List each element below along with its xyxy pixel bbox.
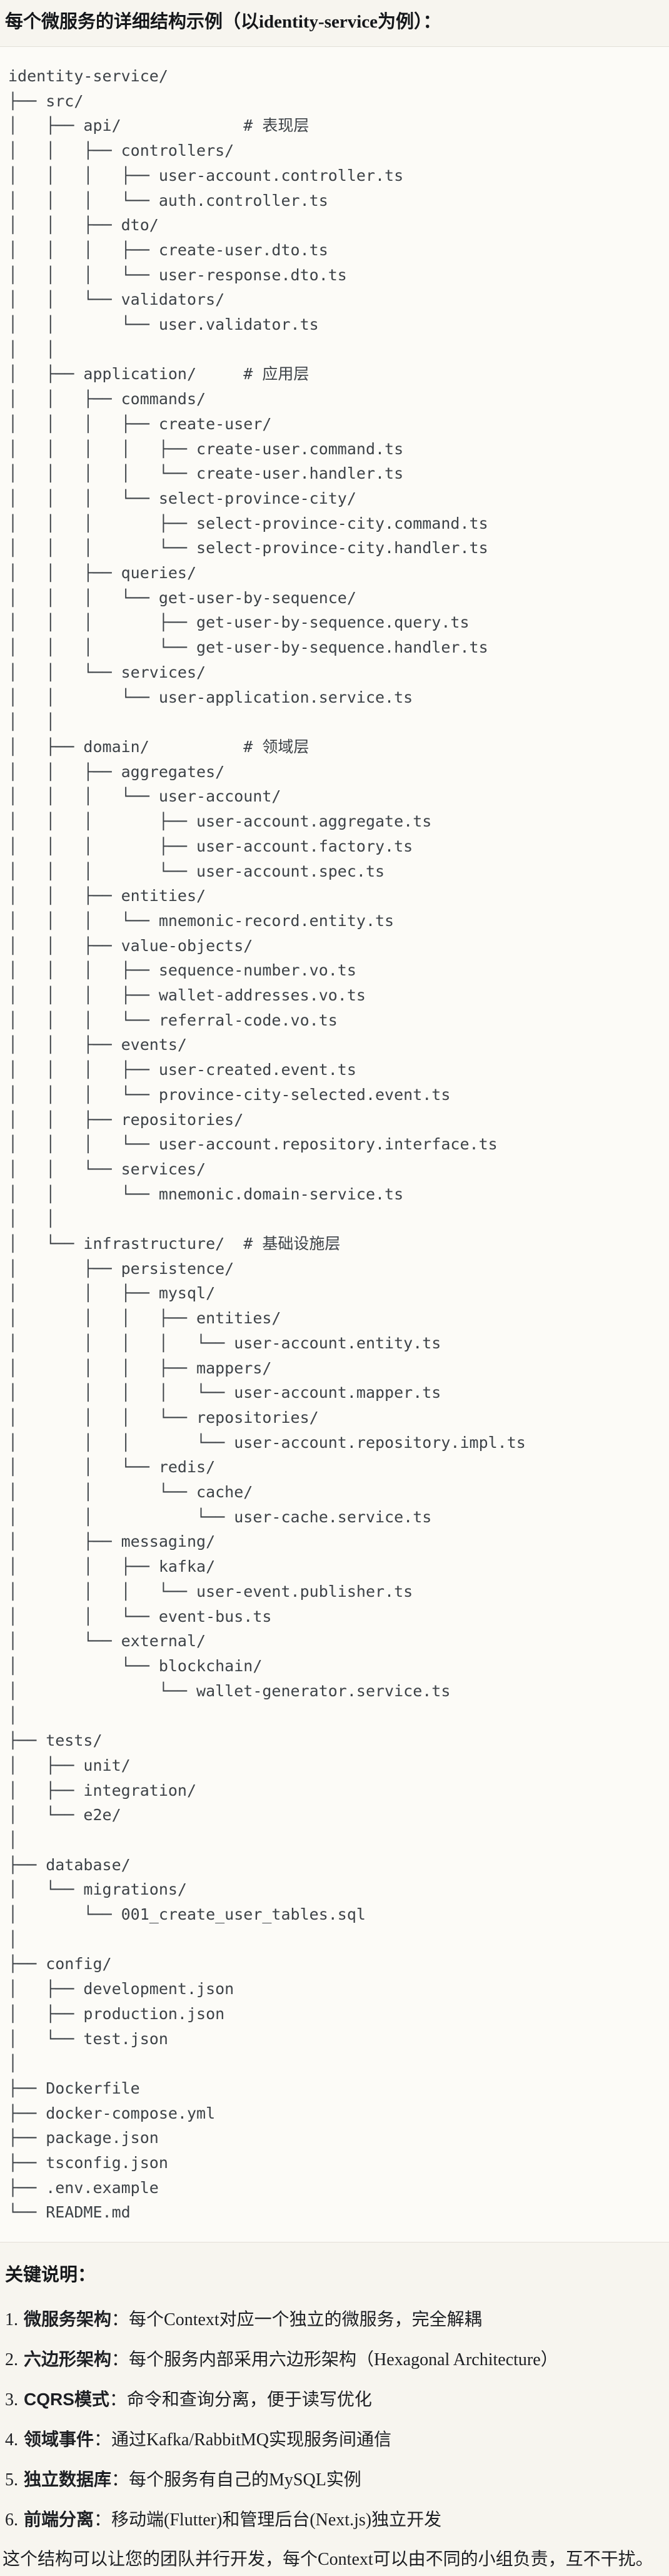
note-desc: ：通过Kafka/RabbitMQ实现服务间通信 — [94, 2430, 391, 2450]
note-term: 领域事件 — [24, 2430, 94, 2450]
note-desc: ：每个Context对应一个独立的微服务，完全解耦 — [111, 2310, 482, 2330]
note-item: 6. 前端分离：移动端(Flutter)和管理后台(Next.js)独立开发 — [5, 2510, 664, 2529]
note-term: 微服务架构 — [24, 2309, 112, 2329]
note-desc: ：命令和查询分离，便于读写优化 — [109, 2390, 372, 2410]
note-term: 六边形架构 — [24, 2349, 112, 2370]
note-number: 4. — [5, 2430, 18, 2450]
note-item: 4. 领域事件：通过Kafka/RabbitMQ实现服务间通信 — [5, 2430, 664, 2449]
note-item: 3. CQRS模式：命令和查询分离，便于读写优化 — [5, 2390, 664, 2409]
note-number: 2. — [5, 2350, 18, 2370]
note-item: 1. 微服务架构：每个Context对应一个独立的微服务，完全解耦 — [5, 2310, 664, 2329]
note-item: 2. 六边形架构：每个服务内部采用六边形架构（Hexagonal Architec… — [5, 2350, 664, 2369]
closing-paragraph: 这个结构可以让您的团队并行开发，每个Context可以由不同的小组负责，互不干扰… — [3, 2550, 653, 2569]
note-term: 前端分离 — [24, 2510, 94, 2530]
note-term: 独立数据库 — [24, 2470, 112, 2490]
note-desc: ：每个服务内部采用六边形架构（Hexagonal Architecture） — [111, 2350, 558, 2370]
note-number: 5. — [5, 2470, 18, 2490]
note-term: CQRS模式 — [24, 2390, 109, 2410]
note-number: 1. — [5, 2310, 18, 2330]
note-desc: ：移动端(Flutter)和管理后台(Next.js)独立开发 — [94, 2510, 442, 2530]
notes-heading: 关键说明： — [5, 2265, 96, 2286]
directory-tree: identity-service/ ├── src/ │ ├── api/ # … — [0, 46, 669, 2243]
note-number: 3. — [5, 2390, 18, 2410]
page-title: 每个微服务的详细结构示例（以identity-service为例）： — [5, 12, 441, 32]
note-item: 5. 独立数据库：每个服务有自己的MySQL实例 — [5, 2470, 664, 2489]
note-desc: ：每个服务有自己的MySQL实例 — [111, 2470, 361, 2490]
note-number: 6. — [5, 2510, 18, 2530]
